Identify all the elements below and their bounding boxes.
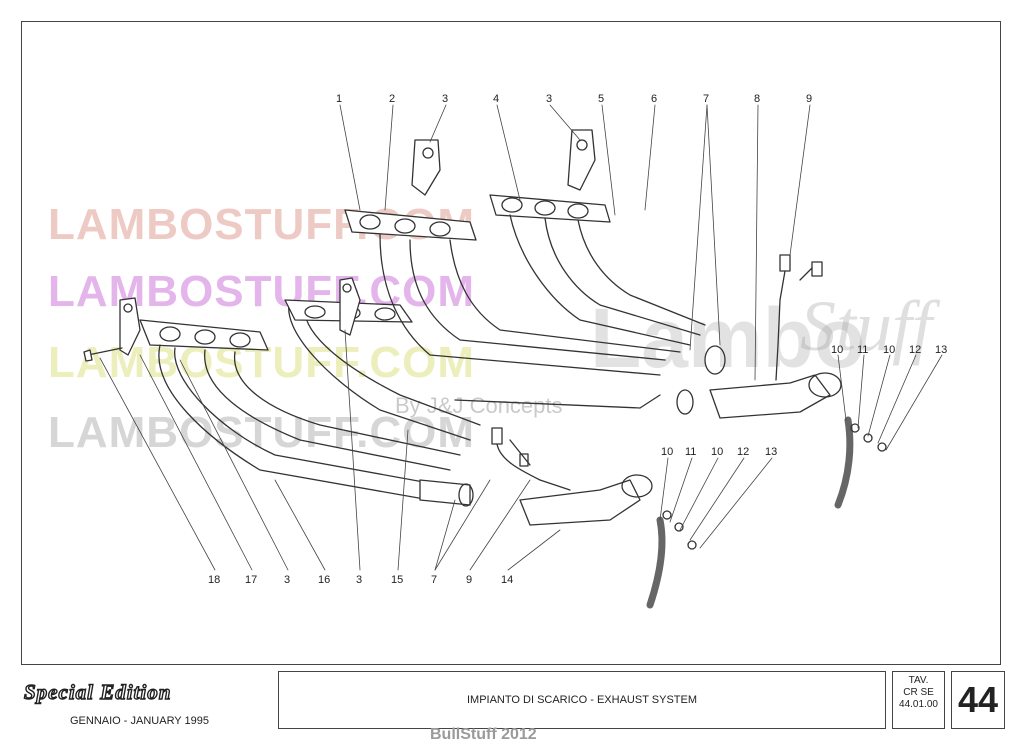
callout-label: 16 <box>318 574 330 586</box>
exhaust-system-drawing: 1 2 3 4 3 5 6 7 8 9 18 17 3 16 3 15 7 9 … <box>83 93 947 609</box>
callout-label: 10 <box>883 344 895 356</box>
callout-label: 5 <box>598 93 604 105</box>
callout-label: 13 <box>765 446 777 458</box>
callout-label: 12 <box>737 446 749 458</box>
callout-label: 15 <box>391 574 403 586</box>
left-collector <box>419 474 697 609</box>
watermark-byline: By J&J Concepts <box>395 393 563 418</box>
table-reference-box: TAV. CR SE 44.01.00 <box>892 671 945 729</box>
callout-label: 11 <box>685 446 696 458</box>
callout-label: 11 <box>857 344 868 356</box>
right-header-pipes <box>379 214 706 409</box>
title-box: IMPIANTO DI SCARICO - EXHAUST SYSTEM <box>278 671 886 729</box>
tav-number: 44.01.00 <box>899 699 938 710</box>
callout-label: 1 <box>336 93 342 105</box>
callout-label: 3 <box>356 574 362 586</box>
brand-logo-special-edition: Special Edition <box>23 679 172 704</box>
callout-label: 14 <box>501 574 513 586</box>
callout-label: 10 <box>711 446 723 458</box>
watermark-text: LAMBOSTUFF.COM <box>48 267 476 316</box>
drawing-title: IMPIANTO DI SCARICO - EXHAUST SYSTEM <box>466 694 698 706</box>
callout-label: 6 <box>651 93 657 105</box>
watermark-logo-script: Stuff <box>800 286 933 366</box>
bracket-3-mid <box>339 277 361 336</box>
callout-label: 10 <box>831 344 843 356</box>
document-date: GENNAIO - JANUARY 1995 <box>70 715 209 727</box>
callout-label: 8 <box>754 93 760 105</box>
credit-watermark: BullStuff 2012 <box>430 726 537 743</box>
callout-label: 3 <box>284 574 290 586</box>
callout-label: 3 <box>442 93 448 105</box>
leader-lines <box>99 104 943 571</box>
callout-label: 13 <box>935 344 947 356</box>
callout-label: 2 <box>389 93 395 105</box>
callout-label: 18 <box>208 574 220 586</box>
right-clamp-7 <box>676 345 726 415</box>
watermark-logo: Lambo <box>590 291 866 385</box>
stud-bolt-18 <box>83 347 123 362</box>
right-collector <box>709 372 887 509</box>
left-manifold-flange <box>139 319 269 351</box>
callout-label: 10 <box>661 446 673 458</box>
right-manifold-flange <box>344 194 611 241</box>
callout-label: 7 <box>431 574 437 586</box>
callout-label: 12 <box>909 344 921 356</box>
left-lambda-sensor <box>491 427 571 491</box>
tav-code: CR SE <box>903 687 934 698</box>
bracket-3-top <box>411 129 596 196</box>
drawing-frame <box>21 21 1001 665</box>
callout-label: 7 <box>703 93 709 105</box>
page-number: 44 <box>951 671 1005 729</box>
callout-numbers: 1 2 3 4 3 5 6 7 8 9 18 17 3 16 3 15 7 9 … <box>208 93 947 586</box>
bracket-3-left <box>119 297 141 356</box>
right-lambda-sensor <box>775 254 823 381</box>
tav-label: TAV. <box>908 675 929 686</box>
callout-label: 4 <box>493 93 499 105</box>
callout-label: 9 <box>806 93 812 105</box>
callout-label: 3 <box>546 93 552 105</box>
callout-label: 17 <box>245 574 257 586</box>
callout-label: 9 <box>466 574 472 586</box>
